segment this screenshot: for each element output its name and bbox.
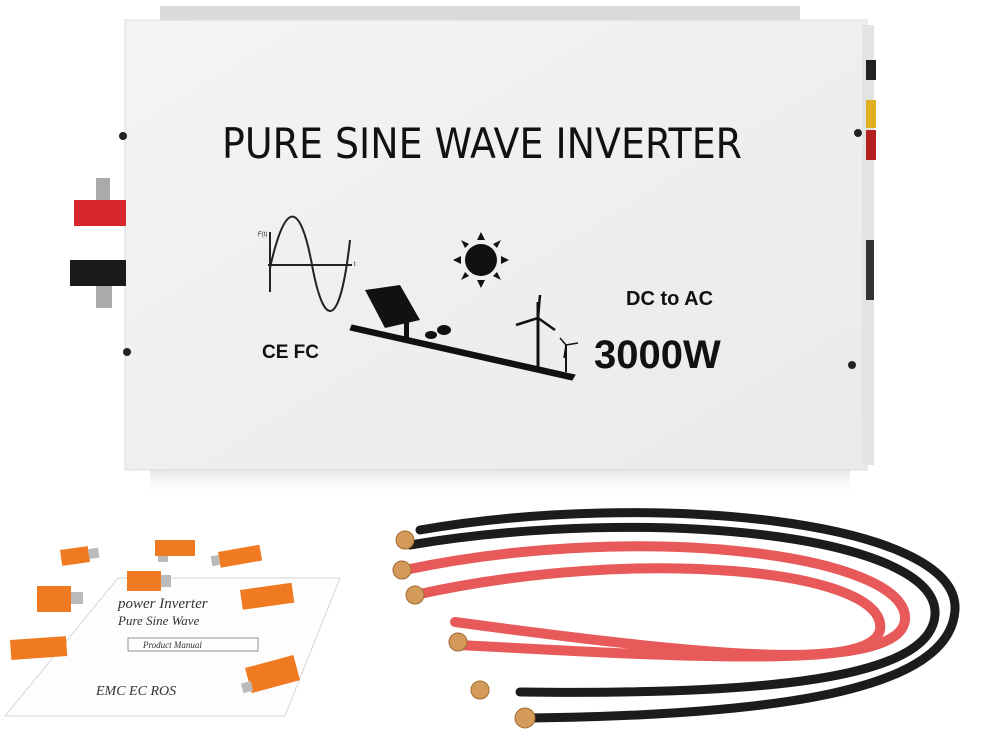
positive-terminal bbox=[74, 178, 126, 226]
sun-icon bbox=[453, 232, 509, 288]
power-rating: 3000W bbox=[594, 333, 721, 377]
renewable-energy-illustration bbox=[349, 285, 579, 381]
sine-wave-icon bbox=[268, 215, 352, 312]
certification-marks: CE FC bbox=[262, 342, 319, 363]
manual-title: power Inverter bbox=[117, 596, 208, 612]
dc-to-ac-label: DC to AC bbox=[626, 288, 713, 310]
inverter-housing bbox=[119, 6, 876, 500]
waveform-x-label: t bbox=[354, 262, 356, 268]
manual-footer: EMC EC ROS bbox=[95, 684, 176, 699]
manual-subtitle: Pure Sine Wave bbox=[117, 613, 200, 628]
manual-box-label: Product Manual bbox=[142, 640, 202, 650]
waveform-y-label: F(t) bbox=[258, 232, 267, 238]
product-title: PURE SINE WAVE INVERTER bbox=[222, 119, 742, 168]
ring-terminals bbox=[392, 530, 536, 729]
negative-terminal bbox=[70, 260, 126, 308]
blade-fuses bbox=[10, 540, 301, 694]
battery-cables bbox=[400, 508, 960, 723]
